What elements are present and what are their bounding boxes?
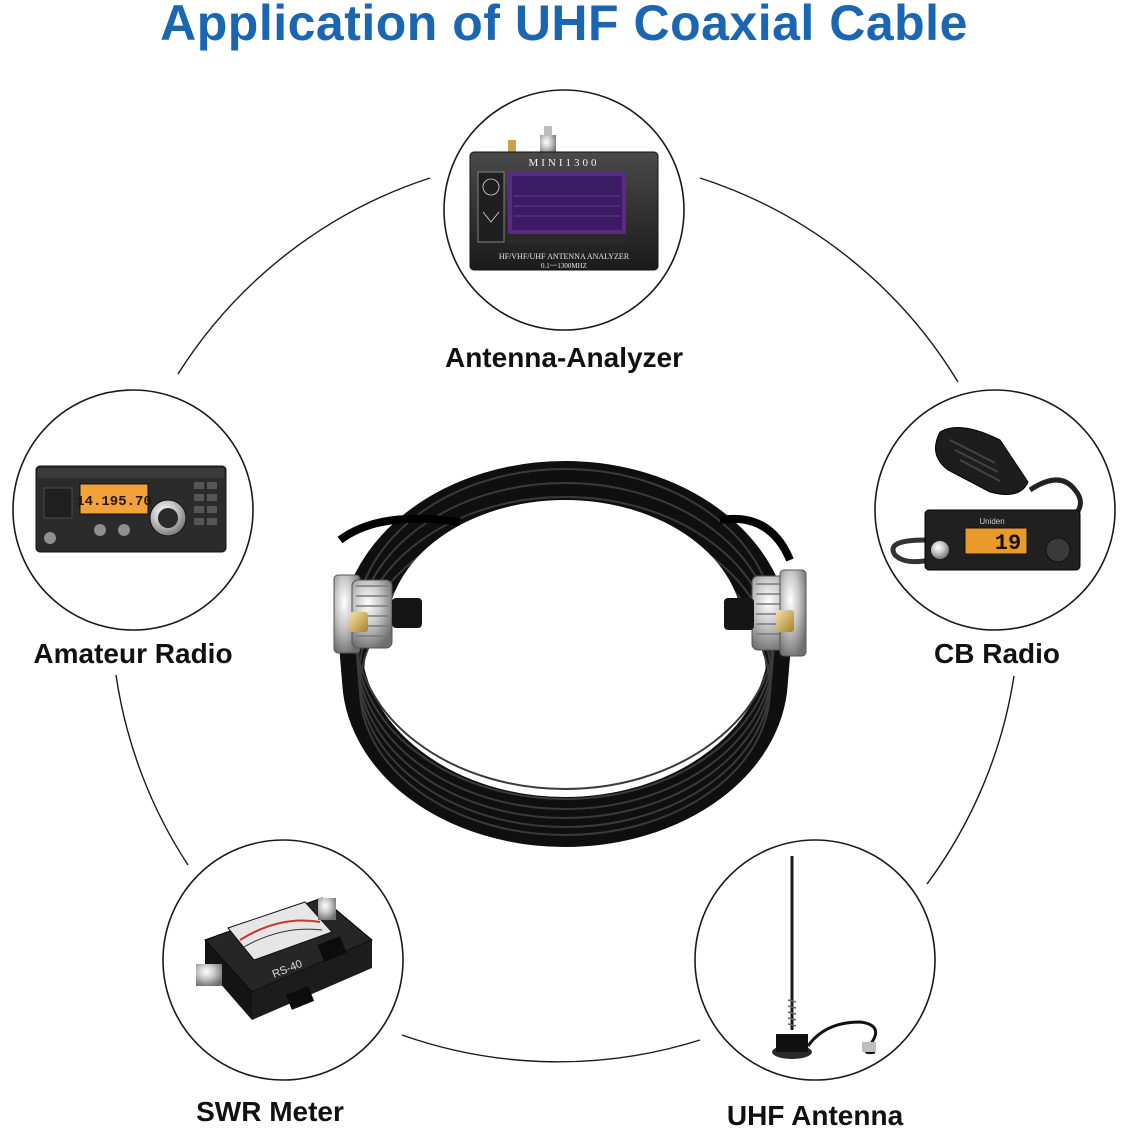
swr-meter-icon: RS-40 [196,897,373,1020]
amateur-radio-icon: 14.195.70 [35,465,227,553]
svg-text:0.1~~1300MHZ: 0.1~~1300MHZ [541,262,587,270]
antenna-analyzer-icon: MINI1300 HF/VHF/UHF ANTENNA ANALYZER 0.1… [469,126,659,271]
label-antenna-analyzer: Antenna-Analyzer [444,342,684,373]
svg-text:19: 19 [995,531,1021,556]
page-title: Application of UHF Coaxial Cable [160,0,968,51]
label-cb-radio: CB Radio [934,638,1060,669]
uhf-antenna-circle [694,839,936,1081]
left-pl259-connector [333,574,422,654]
uhf-antenna-icon [772,856,878,1059]
svg-text:MINI1300: MINI1300 [528,157,599,169]
coaxial-cable-coil-icon [333,461,807,847]
svg-text:Uniden: Uniden [979,517,1004,526]
svg-text:14.195.70: 14.195.70 [76,494,152,510]
svg-text:HF/VHF/UHF ANTENNA ANALYZER: HF/VHF/UHF ANTENNA ANALYZER [499,252,630,261]
label-swr-meter: SWR Meter [196,1096,344,1127]
connection-ring [115,177,1015,1063]
label-amateur-radio: Amateur Radio [33,638,233,669]
right-pl259-connector [724,569,807,657]
cb-radio-icon: Uniden 19 [890,427,1083,571]
label-uhf-antenna: UHF Antenna [726,1100,904,1131]
